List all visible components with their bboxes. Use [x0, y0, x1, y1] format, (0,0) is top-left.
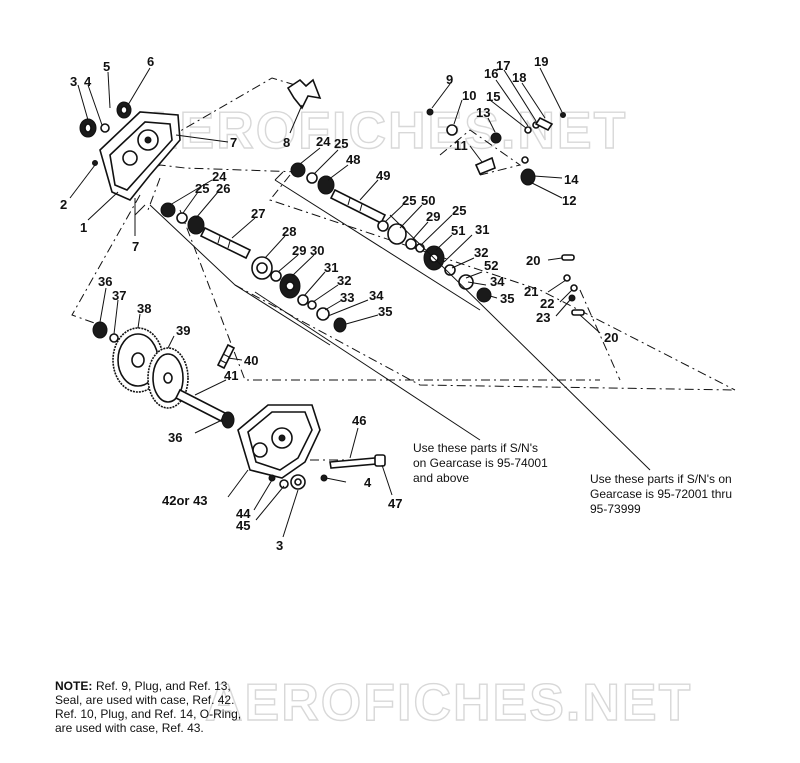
- callout-33: 33: [340, 290, 354, 305]
- callout-48: 48: [346, 152, 360, 167]
- callout-labels: 3 4 5 6 7 8 2 1 7 24 25 26 27 28 29 30 3…: [60, 54, 618, 553]
- callout-7b: 7: [132, 239, 139, 254]
- callout-17: 17: [496, 58, 510, 73]
- callout-21: 21: [524, 284, 538, 299]
- callout-41: 41: [224, 368, 238, 383]
- callout-45: 45: [236, 518, 250, 533]
- callout-23: 23: [536, 310, 550, 325]
- callout-4b: 4: [364, 475, 372, 490]
- watermark-bottom: AEROFICHES.NET: [205, 674, 692, 732]
- callout-18: 18: [512, 70, 526, 85]
- callout-25c: 25: [402, 193, 416, 208]
- footnote-line-3: Ref. 10, Plug, and Ref. 14, O-Ring,: [55, 707, 241, 721]
- leader-lines: [69, 67, 651, 538]
- callout-34: 34: [369, 288, 384, 303]
- callout-25d: 25: [452, 203, 466, 218]
- callout-30: 30: [310, 243, 324, 258]
- callout-29b: 29: [426, 209, 440, 224]
- callout-20: 20: [526, 253, 540, 268]
- callout-35b: 35: [500, 291, 514, 306]
- callout-25: 25: [195, 181, 209, 196]
- callout-12: 12: [562, 193, 576, 208]
- callout-4: 4: [84, 74, 92, 89]
- callout-46: 46: [352, 413, 366, 428]
- callout-2: 2: [60, 197, 67, 212]
- serial-note-new-line-2: on Gearcase is 95-74001: [413, 456, 548, 470]
- shaft-assembly-lower: [160, 202, 347, 333]
- callout-9: 9: [446, 72, 453, 87]
- callout-13: 13: [476, 105, 490, 120]
- group-brackets: [134, 171, 481, 346]
- callout-3b: 3: [276, 538, 283, 553]
- serial-note-old-line-3: 95-73999: [590, 502, 641, 516]
- callout-29: 29: [292, 243, 306, 258]
- shaft-assembly-upper: [290, 162, 492, 303]
- callout-3: 3: [70, 74, 77, 89]
- callout-38: 38: [137, 301, 151, 316]
- callout-5: 5: [103, 59, 110, 74]
- callout-31b: 31: [475, 222, 489, 237]
- callout-44: 44: [236, 506, 251, 521]
- callout-34b: 34: [490, 274, 505, 289]
- callout-37: 37: [112, 288, 126, 303]
- callout-36b: 36: [168, 430, 182, 445]
- callout-14: 14: [564, 172, 579, 187]
- callout-52: 52: [484, 258, 498, 273]
- callout-47: 47: [388, 496, 402, 511]
- callout-11: 11: [454, 138, 468, 153]
- gearcase-main: [237, 404, 321, 479]
- serial-note-old: Use these parts if S/N's on Gearcase is …: [590, 472, 732, 516]
- axle-bolt: [329, 454, 386, 469]
- shifter-parts: [426, 108, 566, 186]
- drain-parts: [268, 474, 328, 490]
- callout-10: 10: [462, 88, 476, 103]
- serial-note-new-line-1: Use these parts if S/N's: [413, 441, 538, 455]
- callout-16: 16: [484, 66, 498, 81]
- serial-note-old-line-1: Use these parts if S/N's on: [590, 472, 732, 486]
- callout-7: 7: [230, 135, 237, 150]
- callout-27: 27: [251, 206, 265, 221]
- serial-note-new-line-3: and above: [413, 471, 469, 485]
- callout-49: 49: [376, 168, 390, 183]
- callout-42-or-43: 42or 43: [162, 493, 208, 508]
- callout-39: 39: [176, 323, 190, 338]
- detent-pins: [561, 254, 585, 316]
- serial-note-new: Use these parts if S/N's on Gearcase is …: [413, 441, 548, 485]
- output-shaft: [174, 388, 235, 429]
- callout-40: 40: [244, 353, 258, 368]
- callout-35: 35: [378, 304, 392, 319]
- callout-36: 36: [98, 274, 112, 289]
- callout-28: 28: [282, 224, 296, 239]
- footnote-line-2: Seal, are used with case, Ref. 42.: [55, 693, 234, 707]
- serial-note-old-line-2: Gearcase is 95-72001 thru: [590, 487, 732, 501]
- callout-32b: 32: [474, 245, 488, 260]
- callout-25b: 25: [334, 136, 348, 151]
- callout-24b: 24: [316, 134, 331, 149]
- seal-and-bearing-set: [79, 101, 132, 166]
- footnote-line-4: are used with case, Ref. 43.: [55, 721, 204, 735]
- gearcase-cover: [99, 111, 181, 201]
- callout-24: 24: [212, 169, 227, 184]
- callout-15: 15: [486, 89, 500, 104]
- callout-50: 50: [421, 193, 435, 208]
- callout-32: 32: [337, 273, 351, 288]
- callout-8: 8: [283, 135, 290, 150]
- drive-gears: [92, 321, 189, 409]
- footnote-label: NOTE:: [55, 679, 92, 693]
- shift-fork: [286, 78, 322, 110]
- callout-31: 31: [324, 260, 338, 275]
- callout-51: 51: [451, 223, 465, 238]
- watermark-top: AEROFICHES.NET: [140, 102, 627, 160]
- callout-6: 6: [147, 54, 154, 69]
- callout-20b: 20: [604, 330, 618, 345]
- callout-22: 22: [540, 296, 554, 311]
- footnote-line-1: Ref. 9, Plug, and Ref. 13,: [96, 679, 231, 693]
- callout-26: 26: [216, 181, 230, 196]
- callout-19: 19: [534, 54, 548, 69]
- spring: [216, 343, 236, 370]
- footnote: NOTE: Ref. 9, Plug, and Ref. 13, Seal, a…: [55, 679, 241, 735]
- callout-1: 1: [80, 220, 87, 235]
